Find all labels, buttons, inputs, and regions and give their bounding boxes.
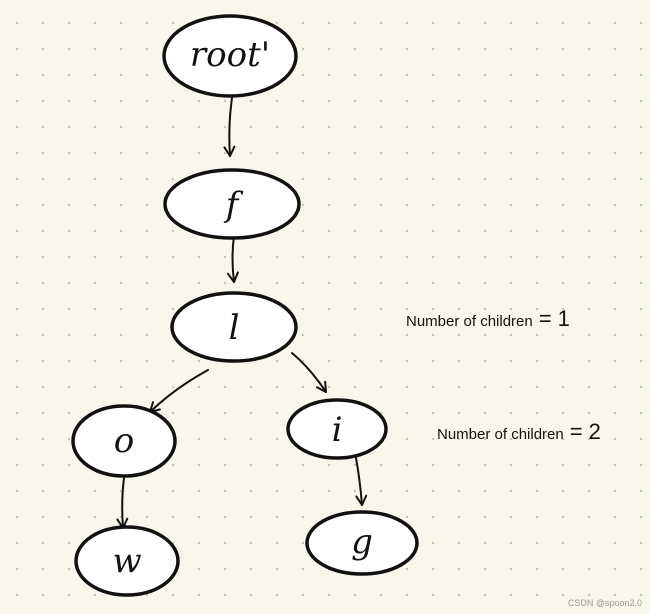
edge-i-g <box>355 457 368 506</box>
edge-l-o <box>149 369 209 413</box>
annotation-l-equals: = <box>538 306 552 331</box>
annotation-l-children: Number of children = 1 <box>406 306 570 332</box>
edge-o-w <box>116 477 129 529</box>
annotation-l-text: Number of children <box>406 313 533 330</box>
annotation-i-value: 2 <box>588 419 601 444</box>
node-o-ellipse <box>71 404 177 478</box>
node-l-ellipse <box>170 291 298 363</box>
node-i-label: i <box>332 410 343 450</box>
edge-root-f <box>223 97 236 157</box>
node-root: root' <box>162 14 298 98</box>
node-i: i <box>286 398 388 460</box>
node-l-label: l <box>229 308 240 348</box>
node-g: g <box>305 510 419 576</box>
node-f: f <box>163 168 301 240</box>
edge-f-l <box>226 235 239 283</box>
watermark: CSDN @spoon2.0 <box>567 598 642 608</box>
node-g-ellipse <box>305 510 419 576</box>
node-i-ellipse <box>286 398 388 460</box>
node-w-label: w <box>112 541 141 581</box>
annotation-l-value: 1 <box>557 306 570 331</box>
node-g-label: g <box>351 522 373 562</box>
node-w: w <box>74 525 180 597</box>
annotation-i-equals: = <box>569 419 583 444</box>
node-o-label: o <box>114 421 134 461</box>
edge-l-i <box>291 352 327 393</box>
annotation-i-children: Number of children = 2 <box>437 419 601 445</box>
node-l: l <box>170 291 298 363</box>
node-o: o <box>71 404 177 478</box>
node-f-ellipse <box>163 168 301 240</box>
node-w-ellipse <box>74 525 180 597</box>
annotation-i-text: Number of children <box>437 426 564 443</box>
node-root-ellipse <box>162 14 298 98</box>
node-root-label: root' <box>190 35 270 75</box>
